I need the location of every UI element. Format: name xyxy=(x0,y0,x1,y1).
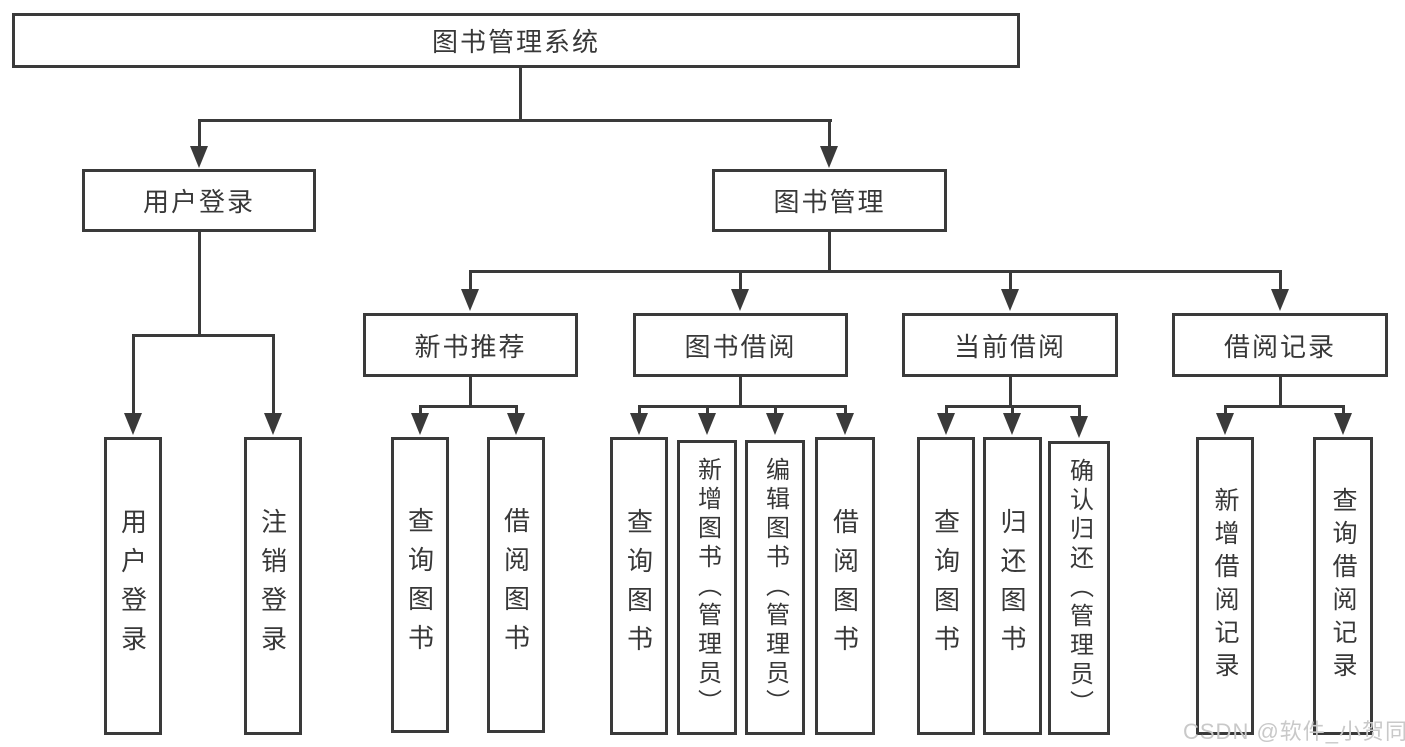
connector-line xyxy=(1009,270,1012,292)
connector-line xyxy=(774,405,777,417)
node-new-book-recommend: 新书推荐 xyxy=(363,313,578,377)
arrow-down-icon xyxy=(1334,413,1352,435)
connector-line xyxy=(272,334,275,416)
node-label: 借阅记录 xyxy=(1223,331,1336,362)
leaf-user-login: 用户登录 xyxy=(104,437,162,735)
arrow-down-icon xyxy=(461,289,479,311)
csdn-watermark: CSDN @软件_小贺同学 xyxy=(1183,719,1405,744)
connector-line xyxy=(1224,405,1227,417)
leaf-label: 注销登录 xyxy=(257,508,288,664)
connector-line xyxy=(198,232,201,337)
leaf-label: 查询借阅记录 xyxy=(1329,487,1357,685)
connector-line xyxy=(1078,405,1081,419)
node-label: 图书管理系统 xyxy=(431,27,600,57)
node-label: 新书推荐 xyxy=(414,331,527,362)
node-book-management: 图书管理 xyxy=(712,169,947,232)
arrow-down-icon xyxy=(507,413,525,435)
connector-line xyxy=(132,334,275,337)
leaf-add-book-admin: 新增图书（管理员） xyxy=(677,440,737,735)
arrow-down-icon xyxy=(1003,413,1021,435)
connector-line xyxy=(519,68,522,122)
connector-line xyxy=(945,405,948,417)
connector-line xyxy=(739,270,742,292)
leaf-label: 新增借阅记录 xyxy=(1211,487,1239,685)
leaf-label: 查询图书 xyxy=(623,508,654,664)
connector-line xyxy=(419,405,422,417)
node-user-login: 用户登录 xyxy=(82,169,316,232)
connector-line xyxy=(1279,270,1282,292)
node-label: 当前借阅 xyxy=(953,331,1066,362)
leaf-borrow-books-1: 借阅图书 xyxy=(487,437,545,733)
arrow-down-icon xyxy=(937,413,955,435)
connector-line xyxy=(515,405,518,417)
connector-line xyxy=(1009,377,1012,408)
leaf-label: 用户登录 xyxy=(117,508,148,664)
connector-line xyxy=(706,405,709,417)
leaf-label: 查询图书 xyxy=(404,507,435,663)
leaf-query-books-1: 查询图书 xyxy=(391,437,449,733)
arrow-down-icon xyxy=(1271,289,1289,311)
arrow-down-icon xyxy=(264,413,282,435)
connector-line xyxy=(844,405,847,417)
node-book-borrow: 图书借阅 xyxy=(633,313,848,377)
arrow-down-icon xyxy=(731,289,749,311)
connector-line xyxy=(469,270,1282,273)
leaf-edit-book-admin: 编辑图书（管理员） xyxy=(745,440,805,735)
leaf-label: 查询图书 xyxy=(930,508,961,664)
arrow-down-icon xyxy=(124,413,142,435)
arrow-down-icon xyxy=(190,146,208,168)
leaf-query-borrow-record: 查询借阅记录 xyxy=(1313,437,1373,735)
arrow-down-icon xyxy=(820,146,838,168)
connector-line xyxy=(469,270,472,292)
arrow-down-icon xyxy=(836,413,854,435)
leaf-label: 新增图书（管理员） xyxy=(693,457,721,718)
leaf-query-books-3: 查询图书 xyxy=(917,437,975,735)
leaf-query-books-2: 查询图书 xyxy=(610,437,668,735)
arrow-down-icon xyxy=(411,413,429,435)
leaf-label: 借阅图书 xyxy=(829,508,860,664)
connector-line xyxy=(132,334,135,416)
connector-line xyxy=(739,377,742,408)
leaf-label: 编辑图书（管理员） xyxy=(761,457,789,718)
leaf-borrow-books-2: 借阅图书 xyxy=(815,437,875,735)
arrow-down-icon xyxy=(630,413,648,435)
connector-line xyxy=(828,232,831,273)
connector-line xyxy=(1224,405,1345,408)
leaf-return-book: 归还图书 xyxy=(983,437,1042,735)
connector-line xyxy=(1342,405,1345,417)
connector-line xyxy=(828,119,831,151)
leaf-label: 归还图书 xyxy=(997,508,1027,664)
leaf-label: 确认归还（管理员） xyxy=(1065,457,1093,719)
leaf-confirm-return-admin: 确认归还（管理员） xyxy=(1048,441,1110,735)
arrow-down-icon xyxy=(1070,416,1088,438)
connector-line xyxy=(638,405,641,417)
connector-line xyxy=(1011,405,1014,417)
arrow-down-icon xyxy=(698,413,716,435)
node-label: 图书管理 xyxy=(773,187,886,217)
connector-line xyxy=(198,119,832,122)
node-label: 图书借阅 xyxy=(684,331,797,362)
connector-line xyxy=(638,405,847,408)
leaf-add-borrow-record: 新增借阅记录 xyxy=(1196,437,1254,735)
arrow-down-icon xyxy=(1216,413,1234,435)
connector-line xyxy=(419,405,518,408)
leaf-logout: 注销登录 xyxy=(244,437,302,735)
arrow-down-icon xyxy=(1001,289,1019,311)
connector-line xyxy=(1279,377,1282,408)
node-root-library-system: 图书管理系统 xyxy=(12,13,1020,68)
arrow-down-icon xyxy=(766,413,784,435)
node-label: 用户登录 xyxy=(142,187,255,217)
leaf-label: 借阅图书 xyxy=(500,507,531,663)
connector-line xyxy=(198,119,201,151)
node-current-borrow: 当前借阅 xyxy=(902,313,1118,377)
node-borrow-records: 借阅记录 xyxy=(1172,313,1388,377)
connector-line xyxy=(469,377,472,408)
